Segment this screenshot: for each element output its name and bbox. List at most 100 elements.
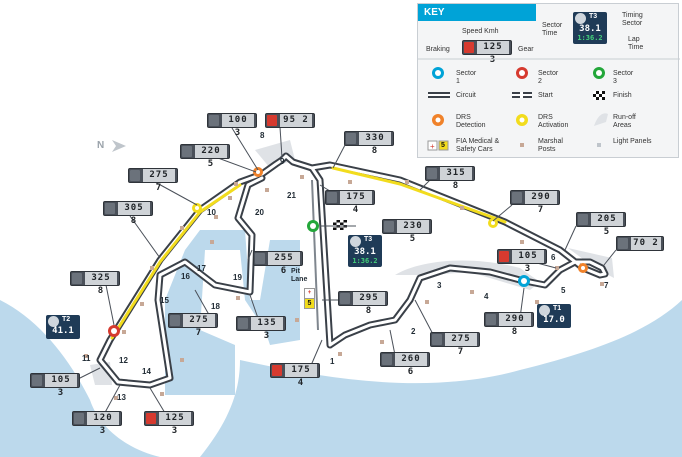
legend-light-panels: Light Panels	[613, 138, 652, 145]
turn-number-4: 4	[484, 292, 489, 301]
sector-time-label: Sector Time	[542, 22, 563, 37]
legend-marshal-posts: Marshal Posts	[538, 138, 563, 153]
speed-badge-t12: 105 3	[30, 373, 80, 398]
badge-gear: 8	[97, 286, 105, 296]
speed-badge-t17: 275 7	[168, 313, 218, 338]
speed-badge-t10-c: 305 8	[103, 201, 153, 226]
svg-text:+: +	[430, 142, 435, 151]
badge-gear: 7	[155, 183, 163, 193]
sector-time: 38.1	[354, 247, 376, 257]
badge-cap	[74, 413, 84, 424]
badge-speed: 120	[93, 413, 113, 423]
badge-gear: 3	[99, 426, 107, 436]
legend-sector-2: Sector 2	[538, 70, 559, 85]
badge-speed: 125	[165, 413, 185, 423]
sector-time-box-t3: T3 38.1 1:36.2	[348, 235, 382, 267]
badge-speed: 275	[451, 334, 471, 344]
badge-speed: 100	[228, 115, 248, 125]
badge-gear: 2	[652, 238, 659, 248]
sector-2-marker	[108, 325, 120, 337]
badge-cap	[432, 334, 442, 345]
sector-label: T3	[364, 236, 373, 243]
badge-cap	[209, 115, 219, 126]
badge-cap	[618, 238, 628, 249]
sample-time-box: T3 38.1 1:36.2	[573, 12, 607, 44]
badge-cap	[427, 168, 437, 179]
braking-indicator	[146, 413, 156, 424]
key-panel: KEY Speed Kmh Braking Gear 125 3 Sector …	[417, 3, 680, 158]
finish-flag-icon	[593, 91, 605, 100]
speed-badge-t6-a: 290 7	[510, 190, 560, 215]
badge-speed: 275	[149, 170, 169, 180]
badge-gear: 3	[171, 426, 179, 436]
turn-number-9: 9	[280, 157, 285, 166]
badge-gear: 4	[297, 378, 305, 388]
turn-number-2: 2	[411, 327, 416, 336]
stopwatch-icon	[48, 316, 59, 327]
finish-flag-icon	[333, 220, 347, 230]
badge-speed: 295	[359, 293, 379, 303]
badge-speed: 330	[365, 133, 385, 143]
key-title: KEY	[418, 4, 536, 21]
turn-number-7: 7	[604, 281, 609, 290]
speed-badge-t9-b: 95 2	[265, 113, 315, 128]
badge-gear: 8	[371, 146, 379, 156]
speed-badge-t20: 255 6	[253, 251, 303, 276]
badge-cap	[382, 354, 392, 365]
sector-time-box-t1: T1 17.0	[537, 304, 571, 328]
speed-badge-t21-b: 315 8	[425, 166, 475, 191]
drs-activation-marker-10	[192, 203, 202, 213]
drs-detection-marker-7	[578, 263, 588, 273]
speed-badge-t10-a: 220 5	[180, 144, 230, 169]
legend-sector-1: Sector 1	[456, 70, 477, 85]
safety-car-badge: 5	[304, 298, 315, 309]
turn-number-21: 21	[287, 191, 296, 200]
turn-number-11: 11	[82, 354, 91, 363]
speed-badge-finish: 230 5	[382, 219, 432, 244]
badge-speed: 260	[401, 354, 421, 364]
sea-area	[0, 300, 160, 457]
turn-number-3: 3	[437, 281, 442, 290]
badge-cap	[486, 314, 496, 325]
badge-speed: 325	[91, 273, 111, 283]
badge-gear: 6	[407, 367, 415, 377]
badge-gear: 4	[352, 205, 360, 215]
legend-sector-3: Sector 3	[613, 70, 634, 85]
badge-cap	[72, 273, 82, 284]
legend-start: Start	[538, 92, 553, 99]
turn-number-20: 20	[255, 208, 264, 217]
turn-number-18: 18	[211, 302, 220, 311]
sample-lap-time: 1:36.2	[577, 34, 603, 42]
sector-time: 41.1	[52, 326, 74, 336]
badge-cap	[238, 318, 248, 329]
sector-time-box-t2: T2 41.1	[46, 315, 80, 339]
speed-badge-t8-c: 330 8	[344, 131, 394, 156]
badge-gear: 2	[302, 115, 309, 125]
badge-speed: 290	[531, 192, 551, 202]
speed-badge-t4: 290 8	[484, 312, 534, 337]
turn-number-1: 1	[330, 357, 335, 366]
speed-badge-t21-a: 175 4	[325, 190, 375, 215]
badge-gear: 3	[524, 264, 532, 274]
speed-badge-t13: 120 3	[72, 411, 122, 436]
badge-speed: 175	[291, 365, 311, 375]
sector-label: T1	[553, 305, 562, 312]
badge-gear: 5	[207, 159, 215, 169]
sample-speed: 125	[483, 42, 503, 52]
pit-lane-label: Pit Lane	[291, 268, 308, 283]
stopwatch-icon	[575, 13, 586, 24]
timing-sector-label: Timing Sector	[622, 12, 643, 27]
drs-detection-marker-9	[253, 167, 263, 177]
speed-badge-t10-b: 275 7	[128, 168, 178, 193]
badge-cap	[384, 221, 394, 232]
legend-circuit: Circuit	[456, 92, 476, 99]
badge-cap	[32, 375, 42, 386]
badge-speed: 255	[274, 253, 294, 263]
compass-arrow-icon	[112, 140, 126, 152]
legend-fia-medical: FIA Medical & Safety Cars	[456, 138, 500, 153]
stopwatch-icon	[350, 236, 361, 247]
badge-cap	[578, 214, 588, 225]
lap-time-label: Lap Time	[628, 36, 644, 51]
badge-speed: 95	[283, 115, 296, 125]
